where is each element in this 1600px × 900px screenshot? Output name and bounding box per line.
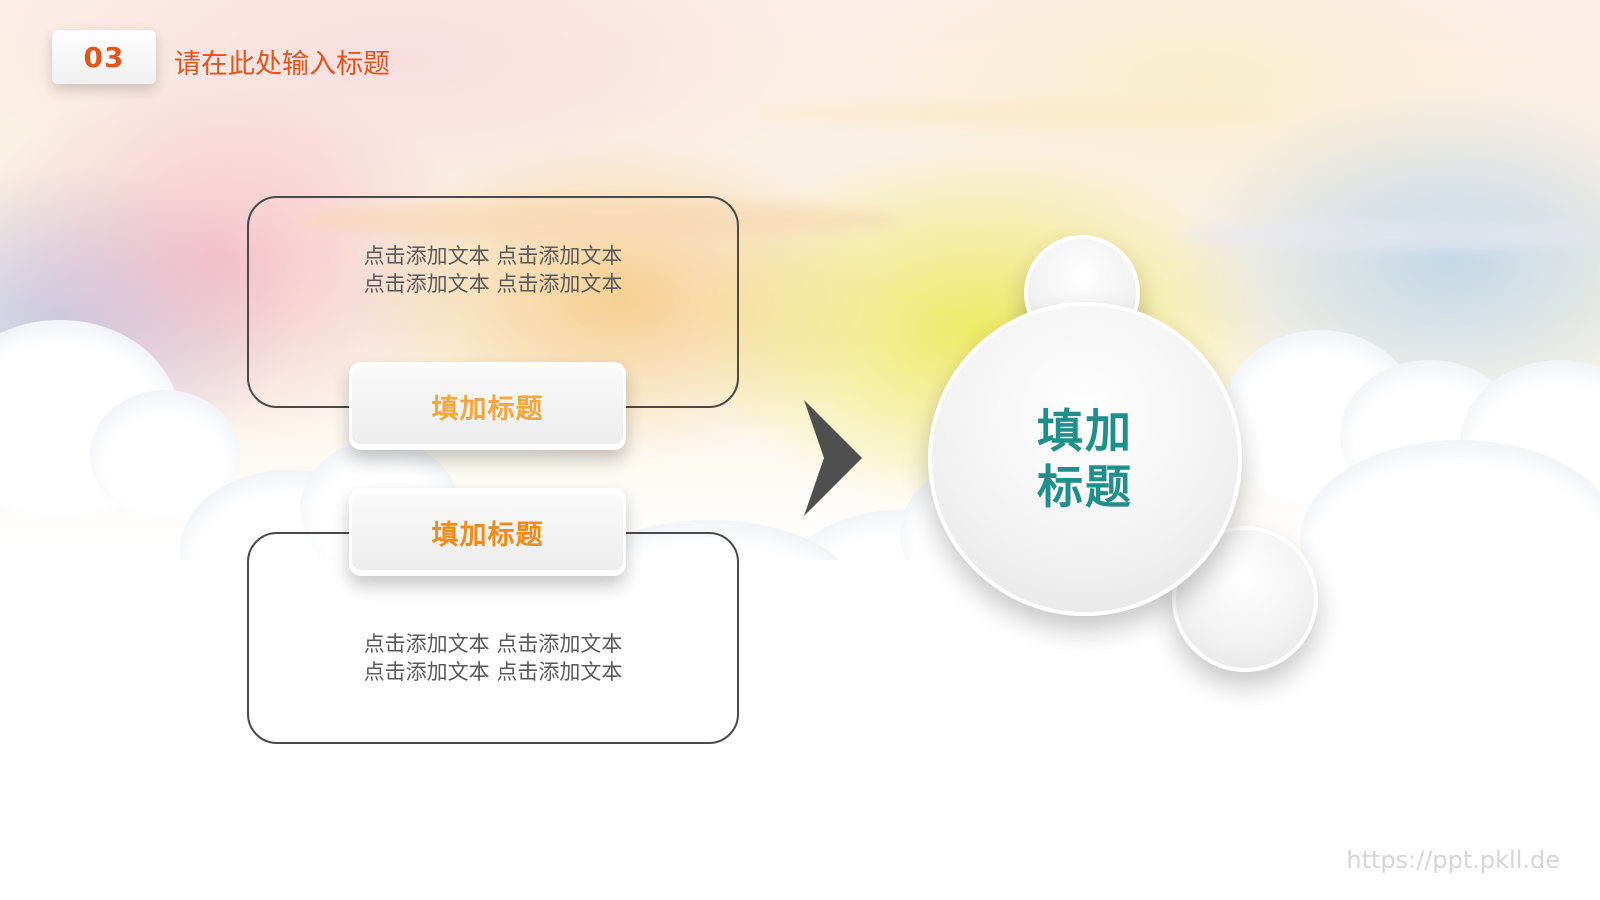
- bottom-box-text[interactable]: 点击添加文本 点击添加文本 点击添加文本 点击添加文本: [249, 630, 737, 686]
- paint-streak: [300, 200, 900, 240]
- text-line: 点击添加文本 点击添加文本: [363, 632, 623, 656]
- main-circle: 填加 标题: [928, 302, 1242, 616]
- page-title[interactable]: 请在此处输入标题: [174, 49, 390, 80]
- watermark-url: https://ppt.pkll.de: [1346, 846, 1560, 874]
- circle-title[interactable]: 填加 标题: [1037, 403, 1133, 515]
- paint-streak: [1180, 220, 1600, 250]
- circle-title-line: 标题: [1037, 460, 1133, 514]
- paint-streak: [760, 100, 1280, 126]
- section-number-badge: 03: [52, 30, 156, 84]
- text-line: 点击添加文本 点击添加文本: [363, 272, 623, 296]
- circle-title-line: 填加: [1037, 404, 1133, 458]
- chevron-right-icon: [804, 400, 862, 516]
- top-label-button[interactable]: 填加标题: [349, 362, 626, 450]
- text-line: 点击添加文本 点击添加文本: [363, 660, 623, 684]
- top-box-text[interactable]: 点击添加文本 点击添加文本 点击添加文本 点击添加文本: [249, 242, 737, 298]
- text-line: 点击添加文本 点击添加文本: [363, 244, 623, 268]
- bottom-label-button[interactable]: 填加标题: [349, 488, 626, 576]
